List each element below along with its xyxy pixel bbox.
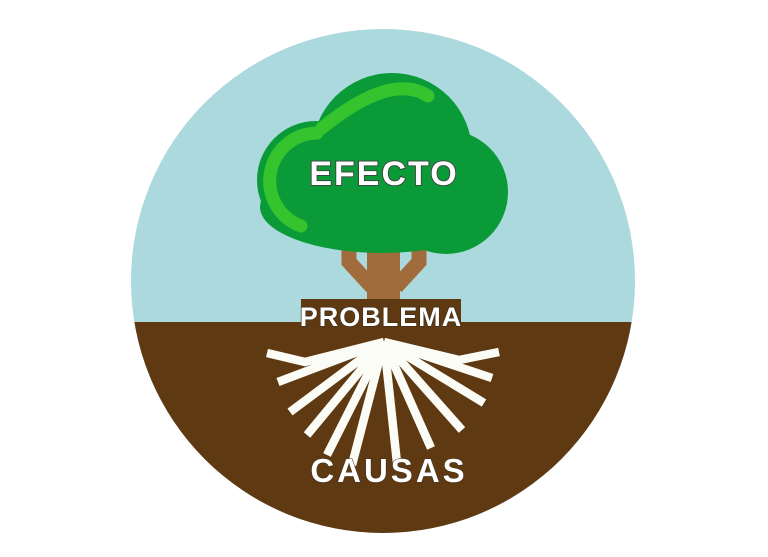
tree-canopy [257,73,508,254]
root-right-3 [380,339,466,433]
trunk-branch-right [390,247,427,293]
root-right-5 [379,341,402,464]
root-right-2 [381,338,487,407]
canopy-highlight [263,82,435,233]
effect-label: EFECTO [309,155,458,193]
canopy-highlight-top-arc [315,82,435,135]
root-right-horizontal [383,337,500,365]
root-left-5 [347,340,389,467]
canopy-highlight-left-arc [263,126,324,233]
trunk-branch-left [341,247,378,293]
root-left-3 [303,339,388,438]
root-right-4 [380,340,435,450]
root-left-1 [276,338,386,386]
root-left-2 [287,338,387,416]
root-fan [266,337,500,467]
root-left-4 [323,340,388,457]
problem-label: PROBLEMA [300,302,463,332]
tree-trunk [341,235,427,305]
canopy-lobe-bottom [260,161,504,253]
causes-label: CAUSAS [310,452,467,489]
